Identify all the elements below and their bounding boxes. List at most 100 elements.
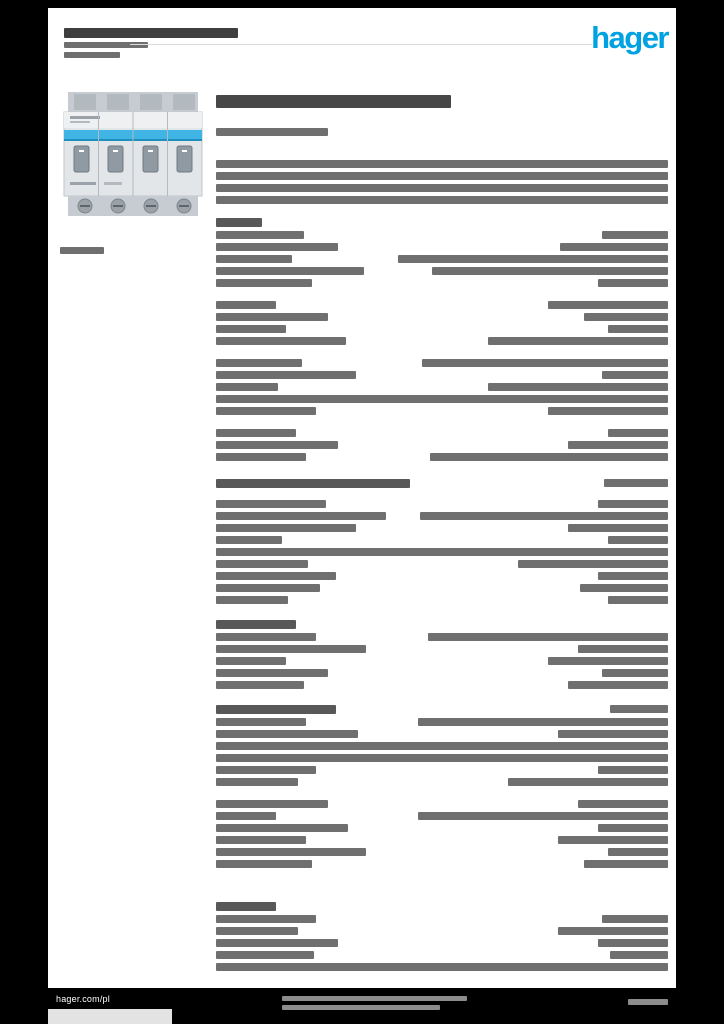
redacted-text-bar (548, 657, 668, 665)
spec-row (216, 453, 668, 461)
page-header: hager (48, 8, 676, 86)
spacer (216, 608, 668, 620)
redacted-text-bar (508, 778, 668, 786)
redacted-text-bar (608, 536, 668, 544)
redacted-text-bar (422, 359, 668, 367)
redacted-text-bar (216, 512, 386, 520)
spec-row (216, 778, 668, 786)
redacted-text-bar (568, 681, 668, 689)
spacer (216, 693, 668, 705)
spec-row (216, 500, 668, 508)
redacted-text-bar (216, 730, 358, 738)
footer-url: hager.com/pl (56, 994, 110, 1004)
spec-row (216, 669, 668, 677)
redacted-text-bar (216, 479, 410, 488)
spec-row (216, 301, 668, 309)
redacted-text-bar (216, 915, 316, 923)
redacted-text-bar (216, 429, 296, 437)
redacted-text-bar (430, 453, 668, 461)
redacted-text-bar (216, 255, 292, 263)
redacted-text-bar (282, 996, 467, 1001)
redacted-text-bar (598, 279, 668, 287)
spec-row (216, 359, 668, 367)
spec-row (216, 645, 668, 653)
redacted-text-bar (608, 848, 668, 856)
spec-row (216, 824, 668, 832)
spacer (216, 419, 668, 429)
redacted-text-bar (216, 500, 326, 508)
footer-page-info-redacted (628, 999, 668, 1005)
redacted-text-bar (216, 160, 668, 168)
spec-row (216, 812, 668, 820)
redacted-text-bar (216, 453, 306, 461)
redacted-text-bar (216, 705, 336, 714)
spec-section-header (216, 479, 668, 488)
redacted-text-bar (418, 718, 668, 726)
page-footer: hager.com/pl (0, 988, 724, 1024)
redacted-text-bar (608, 325, 668, 333)
redacted-text-bar (518, 560, 668, 568)
spec-row (216, 848, 668, 856)
redacted-text-bar (432, 267, 668, 275)
redacted-text-bar (216, 267, 364, 275)
redacted-text-bar (548, 301, 668, 309)
redacted-text-bar (216, 560, 308, 568)
redacted-text-bar (598, 500, 668, 508)
spec-row (216, 939, 668, 947)
spec-row (216, 730, 668, 738)
redacted-text-bar (428, 633, 668, 641)
redacted-text-bar (598, 824, 668, 832)
header-divider (130, 44, 592, 45)
redacted-text-bar (598, 572, 668, 580)
redacted-text-bar (216, 824, 348, 832)
spec-row (216, 860, 668, 868)
redacted-text-bar (216, 371, 356, 379)
redacted-text-bar (602, 371, 668, 379)
spec-row (216, 915, 668, 923)
redacted-text-bar (418, 812, 668, 820)
redacted-text-bar (584, 860, 668, 868)
redacted-text-bar (558, 836, 668, 844)
spec-row (216, 951, 668, 959)
redacted-text-bar (216, 766, 316, 774)
footer-address-box (48, 1009, 172, 1024)
spec-row (216, 681, 668, 689)
spec-row (216, 279, 668, 287)
spec-row (216, 267, 668, 275)
spec-row (216, 524, 668, 532)
redacted-text-bar (216, 337, 346, 345)
redacted-text-bar (578, 800, 668, 808)
redacted-text-bar (216, 524, 356, 532)
spacer (216, 492, 668, 500)
spec-section-header (216, 218, 668, 227)
spec-row (216, 766, 668, 774)
redacted-text-bar (216, 778, 298, 786)
spec-row (216, 243, 668, 251)
redacted-text-bar (610, 951, 668, 959)
redacted-text-bar (216, 963, 668, 971)
redacted-text-bar (548, 407, 668, 415)
product-reference-redacted (60, 247, 104, 254)
hager-logo: hager (591, 20, 669, 55)
redacted-text-bar (578, 645, 668, 653)
specification-column (216, 86, 668, 975)
redacted-text-bar (216, 681, 304, 689)
page-content (48, 86, 676, 975)
redacted-text-bar (216, 407, 316, 415)
spec-section-header (216, 620, 668, 629)
redacted-text-bar (398, 255, 668, 263)
redacted-text-bar (216, 172, 668, 180)
product-photo-circuit-breaker (60, 90, 206, 218)
redacted-text-bar (64, 28, 238, 38)
spec-row (216, 429, 668, 437)
redacted-text-bar (216, 313, 328, 321)
redacted-text-bar (216, 848, 366, 856)
spec-section-header (216, 902, 668, 911)
document-title-redacted (64, 28, 238, 62)
redacted-text-bar (64, 42, 148, 48)
spec-row (216, 325, 668, 333)
redacted-text-bar (216, 939, 338, 947)
redacted-text-bar (216, 669, 328, 677)
redacted-text-bar (216, 951, 314, 959)
redacted-text-bar (628, 999, 668, 1005)
